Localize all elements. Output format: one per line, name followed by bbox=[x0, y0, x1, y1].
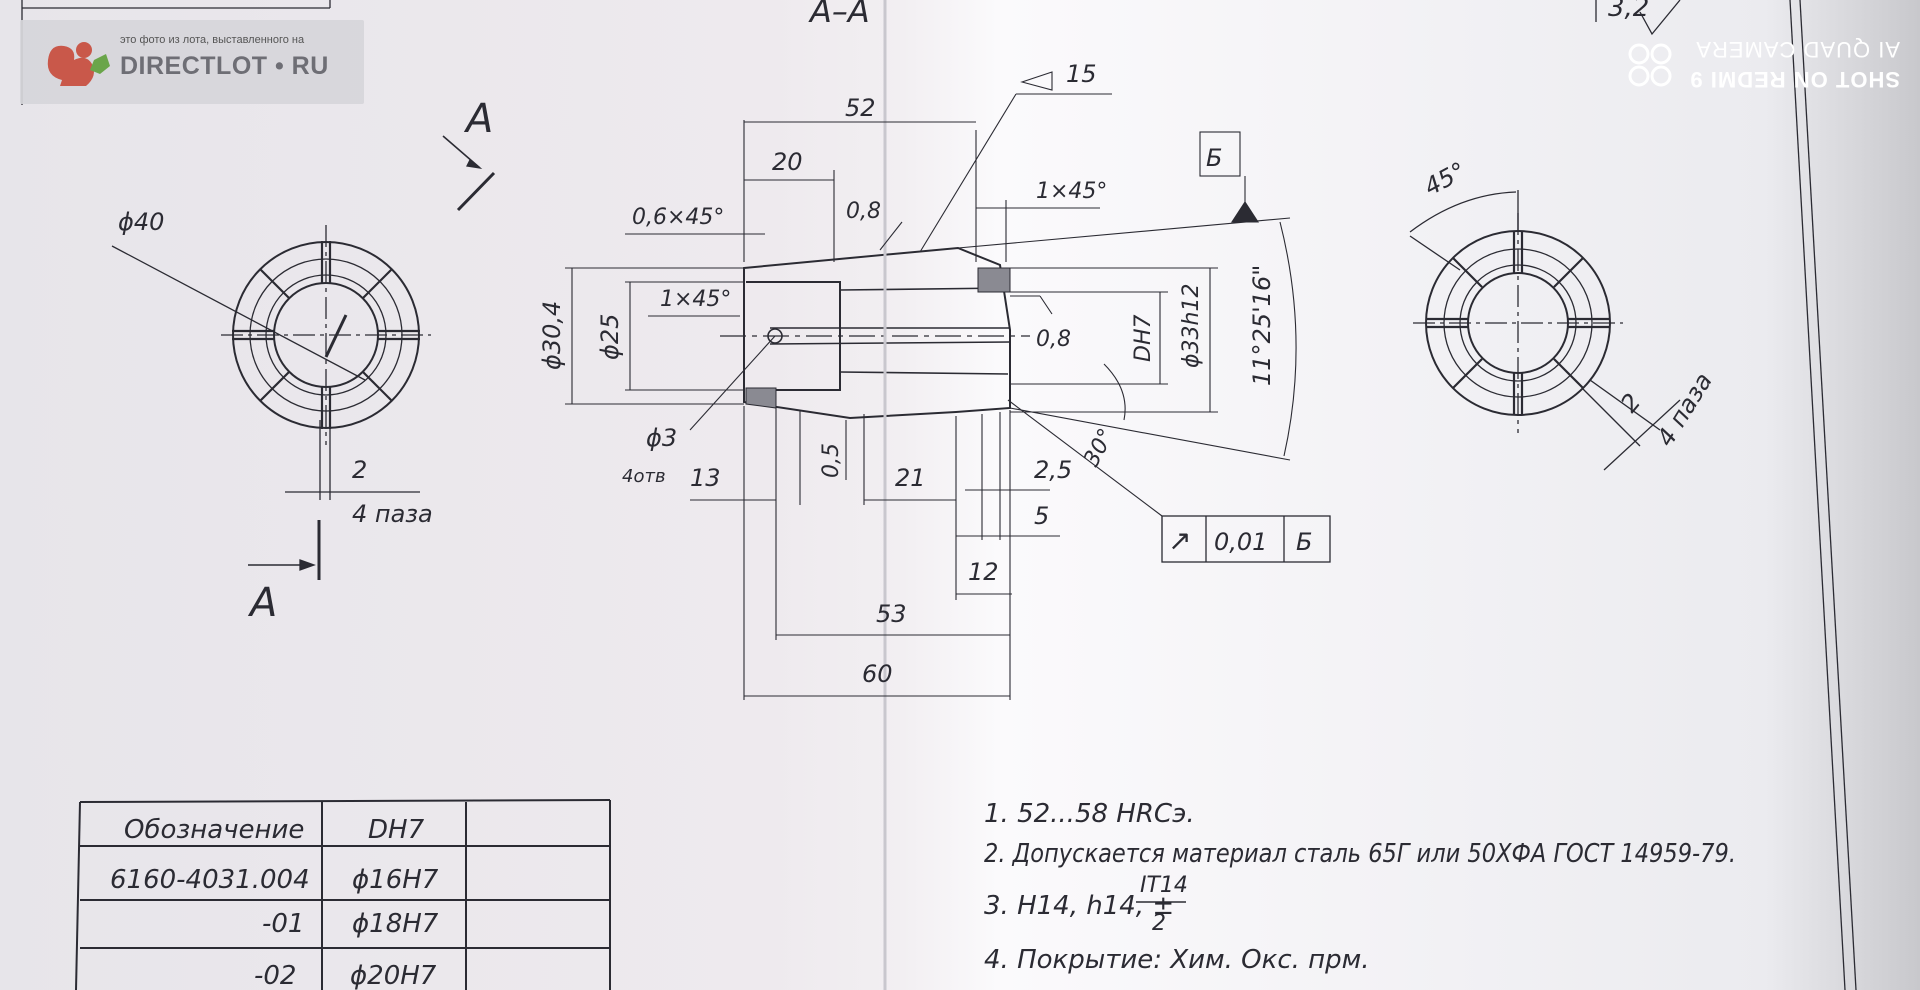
table-row-1-dh7: ϕ18H7 bbox=[352, 909, 439, 939]
left-view-dims: ϕ40 2 4 паза bbox=[111, 208, 433, 528]
dim-len-12: 12 bbox=[968, 558, 999, 586]
note-3-numerator: IT14 bbox=[1140, 873, 1188, 898]
dim-hole-d3: ϕ3 bbox=[646, 424, 677, 452]
section-marker-bottom: А bbox=[247, 520, 321, 626]
table-row-1-designation: -01 bbox=[262, 909, 304, 939]
runout-tolerance-frame: ↗ 0,01 Б bbox=[1161, 515, 1331, 563]
watermark-brand: DIRECTLOT • RU bbox=[120, 52, 329, 80]
section-letter-top: А bbox=[463, 96, 493, 142]
main-view-dims: 52 20 0,6×45° 0,8 15 1×45° ϕ30,4 bbox=[538, 60, 1297, 700]
table-header-dh7: DH7 bbox=[368, 815, 425, 845]
datum-letter: Б bbox=[1206, 144, 1222, 172]
note-2: 2. Допускается материал сталь 65Г или 50… bbox=[984, 839, 1736, 869]
note-3: 3. H14, h14, ± bbox=[984, 891, 1174, 921]
technical-notes: 1. 52...58 HRCэ. 2. Допускается материал… bbox=[984, 799, 1736, 975]
dim-radius-08-right: 0,8 bbox=[1036, 327, 1071, 352]
dim-slots-right: 4 паза bbox=[1651, 368, 1718, 451]
dim-slot-width-right: 2 bbox=[1615, 388, 1646, 418]
dim-angle-30: 30° bbox=[1079, 425, 1119, 471]
table-row-0-designation: 6160-4031.004 bbox=[110, 865, 310, 895]
spec-table-text: Обозначение DH7 6160-4031.004 ϕ16H7 -01 … bbox=[110, 815, 439, 990]
dim-len-52: 52 bbox=[845, 94, 876, 122]
runout-value: 0,01 bbox=[1214, 528, 1267, 556]
dim-len-13: 13 bbox=[690, 464, 721, 492]
watermark-caption: это фото из лота, выставленного на bbox=[120, 34, 305, 46]
camera-stamp-line1: SHOT ON REDMI 9 bbox=[1689, 67, 1900, 92]
dim-slot-width-left: 2 bbox=[352, 456, 367, 484]
dim-len-53: 53 bbox=[876, 600, 907, 628]
dim-diameter-25: ϕ25 bbox=[596, 314, 624, 360]
dim-roughness-15: 15 bbox=[1066, 60, 1097, 88]
dim-diameter-33: ϕ33h12 bbox=[1179, 284, 1204, 368]
squirrel-logo-icon bbox=[47, 42, 110, 86]
right-end-view bbox=[1413, 213, 1623, 433]
main-section-view bbox=[720, 0, 1030, 990]
note-3-denominator: 2 bbox=[1152, 911, 1166, 936]
table-header-designation: Обозначение bbox=[124, 815, 304, 845]
dim-chamfer-1-inner: 1×45° bbox=[660, 287, 731, 312]
table-row-2-dh7: ϕ20H7 bbox=[350, 961, 437, 990]
dim-taper-angle: 11°25'16" bbox=[1248, 265, 1276, 386]
dim-diameter-40: ϕ40 bbox=[118, 208, 164, 236]
dim-angle-45: 45° bbox=[1420, 157, 1471, 202]
runout-datum: Б bbox=[1296, 528, 1312, 556]
runout-symbol: ↗ bbox=[1168, 524, 1191, 557]
table-row-2-designation: -02 bbox=[254, 961, 296, 990]
dim-slots-left: 4 паза bbox=[352, 500, 433, 528]
dim-dh7: DH7 bbox=[1131, 315, 1156, 362]
left-end-view bbox=[221, 225, 431, 445]
camera-stamp: SHOT ON REDMI 9 AI QUAD CAMERA bbox=[1620, 30, 1910, 100]
dim-len-25: 2,5 bbox=[1034, 456, 1072, 484]
roughness-sign-corner bbox=[1639, 0, 1681, 36]
dim-diameter-30-4: ϕ30,4 bbox=[538, 301, 566, 370]
page-frame bbox=[21, 0, 1857, 990]
directlot-watermark: это фото из лота, выставленного на DIREC… bbox=[20, 20, 364, 104]
dim-len-60: 60 bbox=[862, 660, 893, 688]
camera-stamp-line2: AI QUAD CAMERA bbox=[1695, 37, 1900, 62]
corner-roughness: 3,2 bbox=[1608, 0, 1649, 23]
dim-len-20: 20 bbox=[772, 148, 803, 176]
dim-len-21: 21 bbox=[895, 464, 926, 492]
table-row-0-dh7: ϕ16H7 bbox=[352, 865, 439, 895]
section-title: А–А bbox=[808, 0, 870, 30]
note-1: 1. 52...58 HRCэ. bbox=[984, 799, 1195, 829]
dim-chamfer-1-top: 1×45° bbox=[1036, 179, 1107, 204]
dim-len-5: 5 bbox=[1034, 502, 1049, 530]
dim-holes-count: 4отв bbox=[622, 466, 666, 487]
dim-radius-08-top: 0,8 bbox=[846, 199, 881, 224]
dim-chamfer-06: 0,6×45° bbox=[632, 205, 724, 230]
quad-camera-icon bbox=[1628, 43, 1672, 87]
note-4: 4. Покрытие: Хим. Окс. прм. bbox=[984, 945, 1370, 975]
dim-len-05: 0,5 bbox=[819, 443, 844, 478]
section-letter-bottom: А bbox=[247, 580, 277, 626]
spec-table bbox=[75, 799, 611, 990]
right-view-dims: 45° 2 4 паза bbox=[1409, 157, 1718, 471]
section-marker-top: А bbox=[442, 96, 496, 212]
